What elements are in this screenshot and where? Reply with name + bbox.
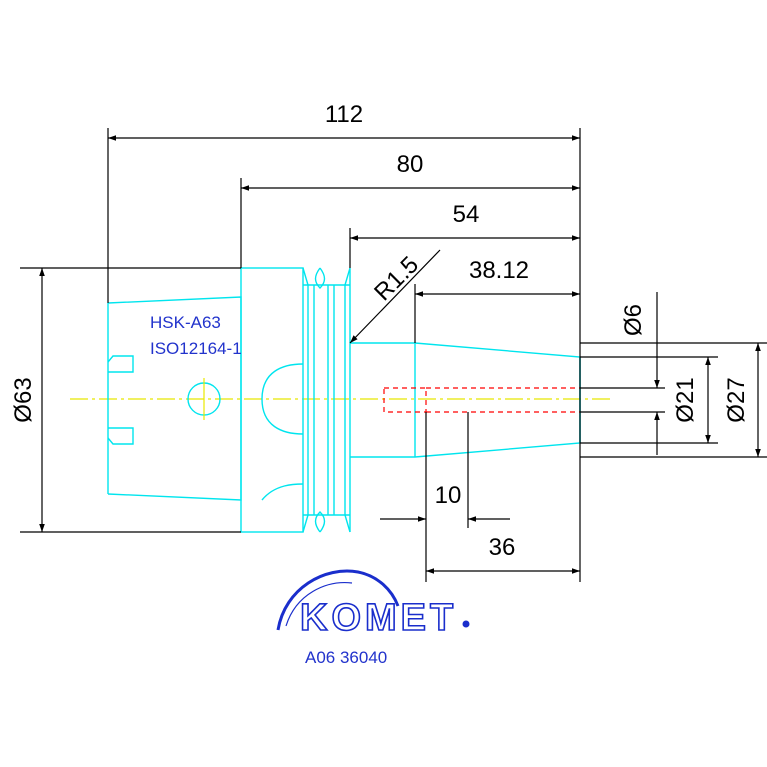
part-number: A06 36040 <box>305 648 387 667</box>
dimension-lines <box>20 128 767 582</box>
dim-dia63-label: Ø63 <box>10 377 37 422</box>
dim-80-label: 80 <box>397 151 424 178</box>
standard-label-iso: ISO12164-1 <box>150 339 242 358</box>
logo-registered-mark <box>462 620 470 628</box>
dim-36-label: 36 <box>489 534 516 561</box>
dim-dia27-label: Ø27 <box>723 377 750 422</box>
dim-54-label: 54 <box>453 201 480 228</box>
logo-arc <box>276 569 400 631</box>
standard-label-hsk: HSK-A63 <box>150 313 221 332</box>
dim-38-label: 38.12 <box>469 257 529 284</box>
hidden-bore <box>383 387 580 413</box>
dim-radius-label: R1.5 <box>369 251 424 306</box>
logo-wordmark: KOMET <box>300 597 457 639</box>
komet-logo: KOMET <box>276 569 470 640</box>
tool-outline <box>107 267 581 533</box>
dim-dia6-label: Ø6 <box>620 304 647 336</box>
dim-dia21-label: Ø21 <box>672 377 699 422</box>
dim-112-label: 112 <box>325 101 363 128</box>
dim-10-label: 10 <box>435 482 462 509</box>
